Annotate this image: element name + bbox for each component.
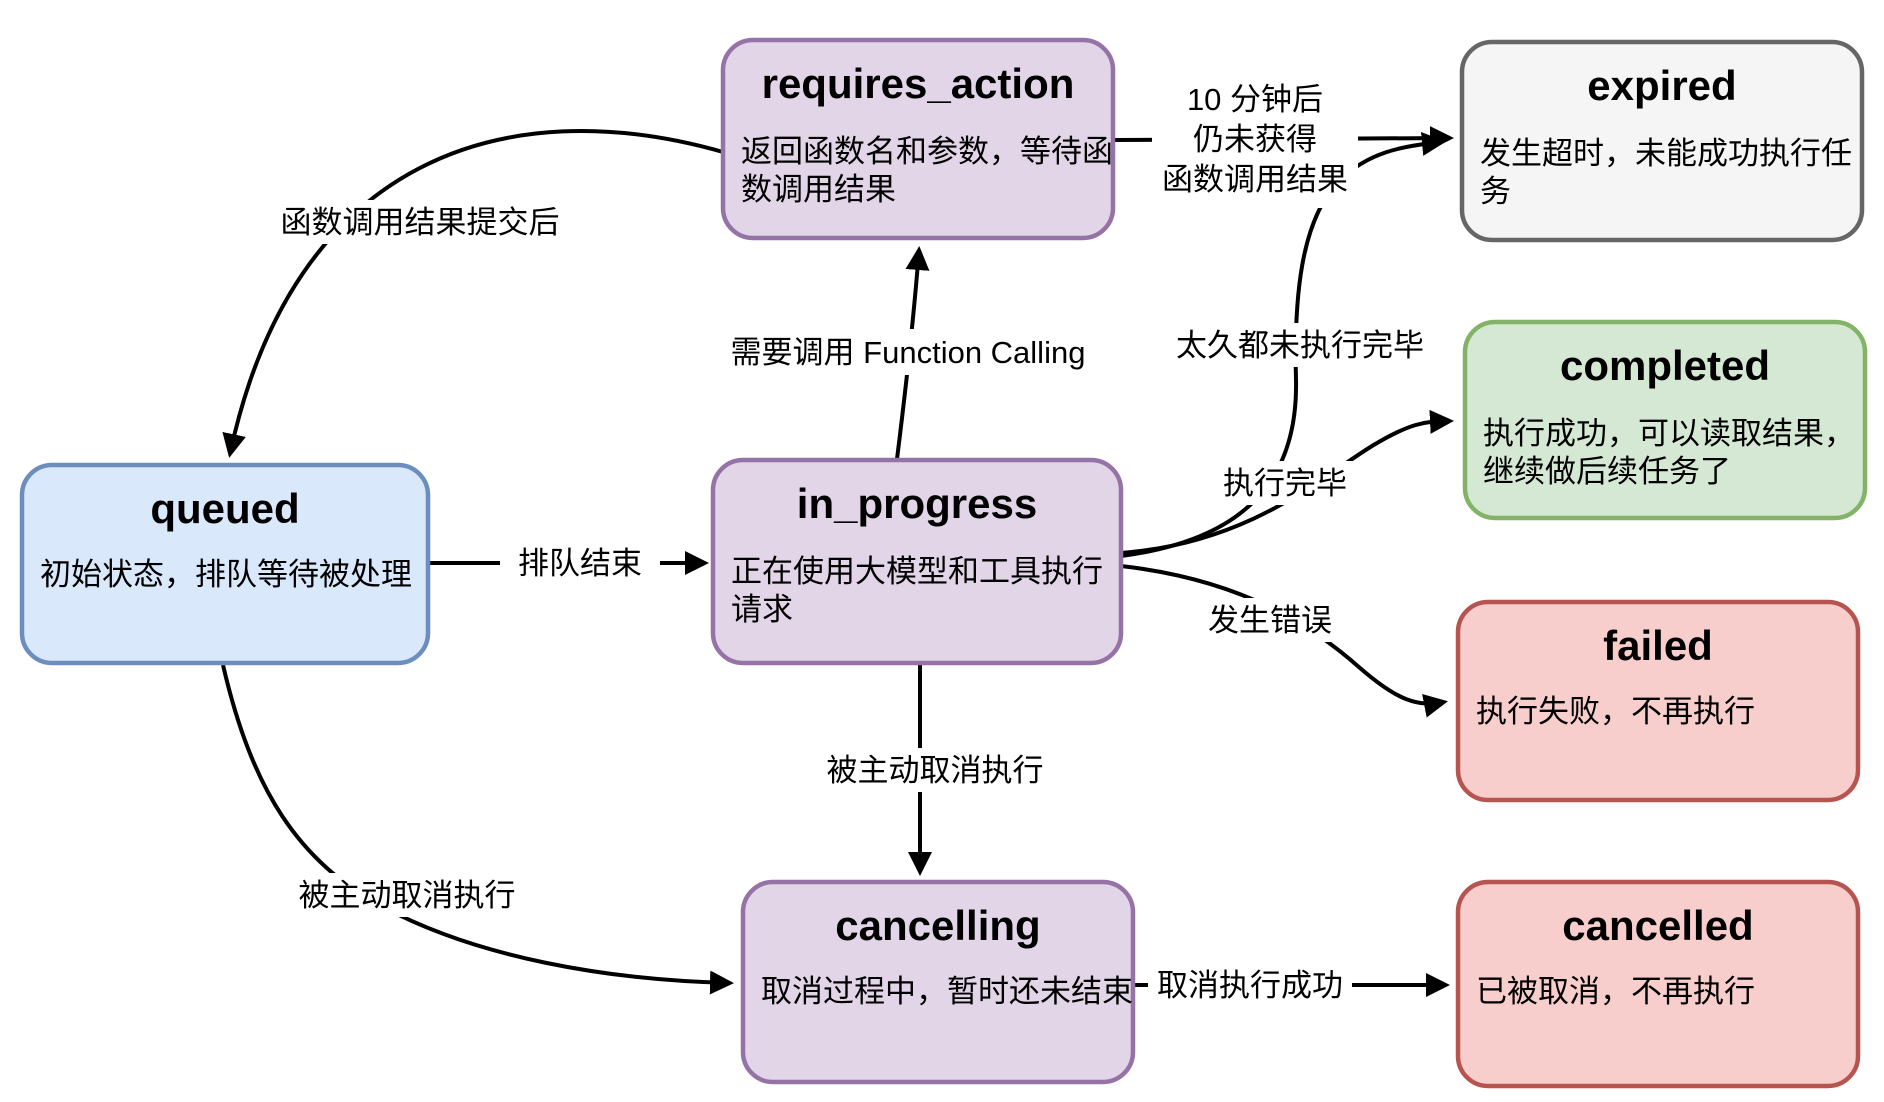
- node-failed-box: [1455, 599, 1861, 803]
- node-completed-box: [1462, 319, 1868, 521]
- node-cancelling-desc-line1: 取消过程中，暂时还未结束: [761, 974, 1133, 1009]
- edge-label-actively-cancelled-mid: 被主动取消执行: [827, 753, 1044, 788]
- node-completed-desc-line1: 执行成功，可以读取结果，: [1483, 416, 1855, 451]
- node-cancelling: cancelling 取消过程中，暂时还未结束: [740, 879, 1136, 1085]
- node-completed-desc-line2: 继续做后续任务了: [1483, 454, 1731, 489]
- node-failed-title: failed: [1603, 622, 1713, 669]
- edge-label-need-function-calling: 需要调用 Function Calling: [731, 335, 1086, 370]
- node-requires-action-box: [720, 37, 1116, 241]
- edge-label-bg: [1152, 80, 1358, 208]
- edge-label-execution-finished: 执行完毕: [1223, 466, 1347, 501]
- node-failed-desc-line1: 执行失败，不再执行: [1476, 694, 1755, 729]
- edge-label-bg: [1164, 323, 1436, 367]
- node-requires-action-desc-line1: 返回函数名和参数，等待函: [741, 134, 1113, 169]
- node-queued-title: queued: [150, 485, 299, 532]
- node-requires-action-desc-line2: 数调用结果: [741, 172, 896, 207]
- edge-label-too-long-not-finished: 太久都未执行完毕: [1176, 328, 1424, 363]
- edge-label-bg: [288, 873, 526, 917]
- edge-label-after-10-minutes-line1: 10 分钟后: [1187, 82, 1323, 117]
- edge-label-after-function-result-submitted: 函数调用结果提交后: [281, 205, 560, 240]
- node-cancelled: cancelled 已被取消，不再执行: [1455, 879, 1861, 1089]
- node-queued: queued 初始状态，排队等待被处理: [19, 462, 431, 666]
- node-expired-box: [1459, 39, 1865, 243]
- node-queued-box: [19, 462, 431, 666]
- edge-in-progress-to-expired: [1120, 131, 1446, 558]
- edge-label-bg: [1148, 963, 1352, 1007]
- edge-label-bg: [1200, 598, 1340, 642]
- node-in-progress-title: in_progress: [797, 480, 1037, 527]
- edge-label-bg: [682, 329, 1134, 375]
- edge-label-queue-finished: 排队结束: [518, 546, 642, 581]
- edge-label-after-10-minutes-line3: 函数调用结果: [1162, 162, 1348, 197]
- edge-label-actively-cancelled-left: 被主动取消执行: [299, 878, 516, 913]
- node-cancelled-title: cancelled: [1562, 902, 1753, 949]
- node-in-progress: in_progress 正在使用大模型和工具执行 请求: [710, 457, 1124, 666]
- node-queued-desc-line1: 初始状态，排队等待被处理: [40, 557, 412, 592]
- nodes-layer: requires_action 返回函数名和参数，等待函 数调用结果 expir…: [19, 37, 1868, 1089]
- node-cancelling-title: cancelling: [835, 902, 1040, 949]
- edge-label-bg: [272, 200, 568, 244]
- node-expired: expired 发生超时，未能成功执行任 务: [1459, 39, 1865, 243]
- edge-requires-action-to-queued: [222, 129, 724, 458]
- node-in-progress-box: [710, 457, 1124, 666]
- node-completed: completed 执行成功，可以读取结果， 继续做后续任务了: [1462, 319, 1868, 521]
- edge-label-bg: [1215, 461, 1355, 505]
- edge-label-bg: [818, 748, 1052, 792]
- edge-queued-to-cancelling: [221, 664, 734, 995]
- node-cancelled-box: [1455, 879, 1861, 1089]
- edge-label-bg: [500, 541, 660, 585]
- node-failed: failed 执行失败，不再执行: [1455, 599, 1861, 803]
- node-expired-title: expired: [1587, 62, 1736, 109]
- node-requires-action-title: requires_action: [762, 60, 1075, 107]
- node-expired-desc-line1: 发生超时，未能成功执行任: [1480, 136, 1852, 171]
- edge-in-progress-to-failed: [1120, 564, 1448, 718]
- edge-label-error-occurred: 发生错误: [1208, 603, 1332, 638]
- node-in-progress-desc-line1: 正在使用大模型和工具执行: [731, 554, 1103, 589]
- edge-labels-layer: 排队结束 需要调用 Function Calling 函数调用结果提交后 10 …: [272, 80, 1436, 1007]
- node-completed-title: completed: [1560, 342, 1770, 389]
- node-requires-action: requires_action 返回函数名和参数，等待函 数调用结果: [720, 37, 1116, 241]
- node-cancelled-desc-line1: 已被取消，不再执行: [1476, 974, 1755, 1009]
- node-cancelling-box: [740, 879, 1136, 1085]
- node-in-progress-desc-line2: 请求: [731, 592, 793, 627]
- edge-label-after-10-minutes-line2: 仍未获得: [1193, 122, 1317, 157]
- node-expired-desc-line2: 务: [1480, 174, 1511, 209]
- edge-label-cancel-success: 取消执行成功: [1157, 968, 1343, 1003]
